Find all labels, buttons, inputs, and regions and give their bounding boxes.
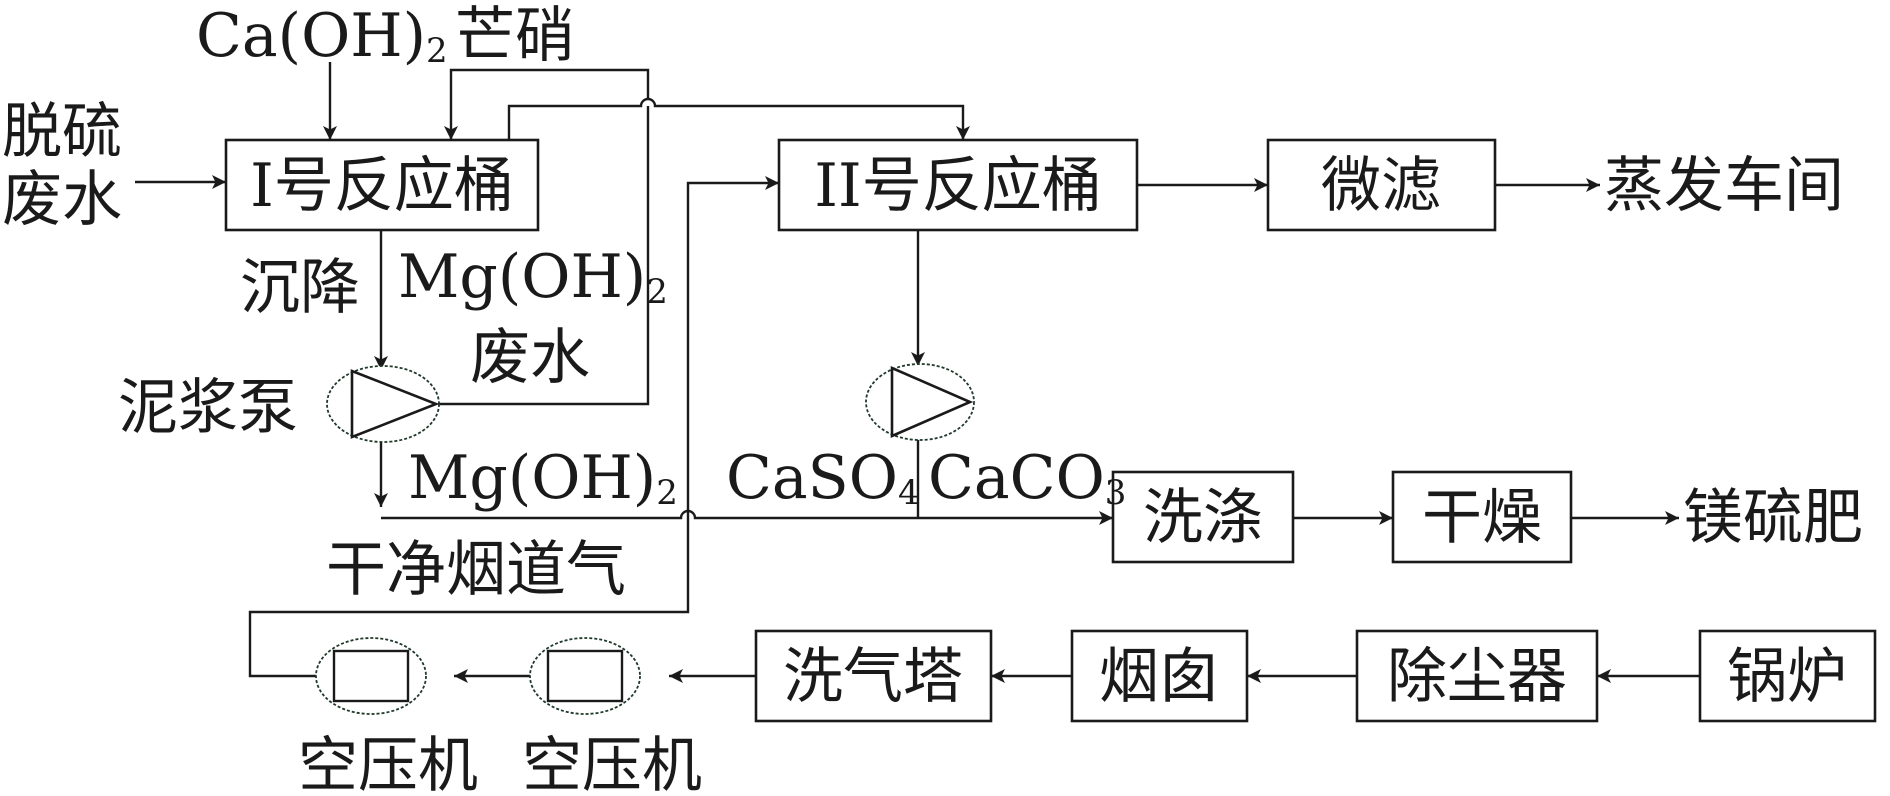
microfilter-label: 微滤: [1321, 151, 1441, 221]
wash-label: 洗涤: [1143, 483, 1263, 553]
reactor1-box: I号反应桶: [224, 138, 540, 232]
chimney-box: 烟囱: [1070, 629, 1249, 723]
boiler-label: 锅炉: [1727, 642, 1847, 712]
compressor1-label: 空压机: [298, 731, 478, 796]
air-washer-label: 洗气塔: [783, 642, 963, 712]
compressor2-label: 空压机: [522, 731, 702, 796]
clean-flue-gas-label: 干净烟道气: [326, 535, 626, 605]
reactor2-box: II号反应桶: [777, 138, 1139, 232]
wastewater-label: 废水: [470, 323, 590, 393]
microfilter-box: 微滤: [1266, 138, 1497, 232]
fertilizer-label: 镁硫肥: [1683, 483, 1863, 553]
settle-label: 沉降: [240, 253, 360, 323]
mangxiao-label: 芒硝: [455, 1, 575, 71]
evaporation-label: 蒸发车间: [1604, 151, 1844, 221]
desulfur-label-line1: 脱硫: [2, 97, 122, 167]
chimney-label: 烟囱: [1099, 642, 1219, 712]
reactor1-label: I号反应桶: [250, 151, 514, 221]
reactor1-to-reactor2-line: [507, 97, 970, 140]
dust-remover-box: 除尘器: [1355, 629, 1599, 723]
boiler-box: 锅炉: [1698, 629, 1877, 723]
wastewater-return-line: [438, 106, 650, 406]
compressor1-icon: [315, 637, 427, 715]
desulfur-label-line2: 废水: [2, 165, 122, 235]
clean-gas-to-reactor2-line: [248, 176, 779, 678]
mangxiao-feed-arrow: [444, 68, 650, 140]
wash-box: 洗涤: [1111, 470, 1295, 564]
compressor2-icon: [529, 637, 641, 715]
caco3-label: CaCO3: [928, 443, 1126, 513]
reactor2-label: II号反应桶: [814, 151, 1101, 221]
mgoh2-bottom-label: Mg(OH)2: [408, 443, 678, 513]
mgoh2-top-label: Mg(OH)2: [398, 242, 668, 312]
caso4-label: CaSO4: [726, 443, 920, 513]
slurry-pump-label: 泥浆泵: [118, 373, 298, 443]
slurry-pump-icon: [326, 365, 440, 443]
dust-remover-label: 除尘器: [1387, 642, 1567, 712]
dry-box: 干燥: [1391, 470, 1573, 564]
caoh2-input-label: Ca(OH)2: [196, 1, 448, 71]
dry-label: 干燥: [1422, 483, 1542, 553]
pump2-icon: [865, 363, 975, 441]
air-washer-box: 洗气塔: [754, 629, 993, 723]
